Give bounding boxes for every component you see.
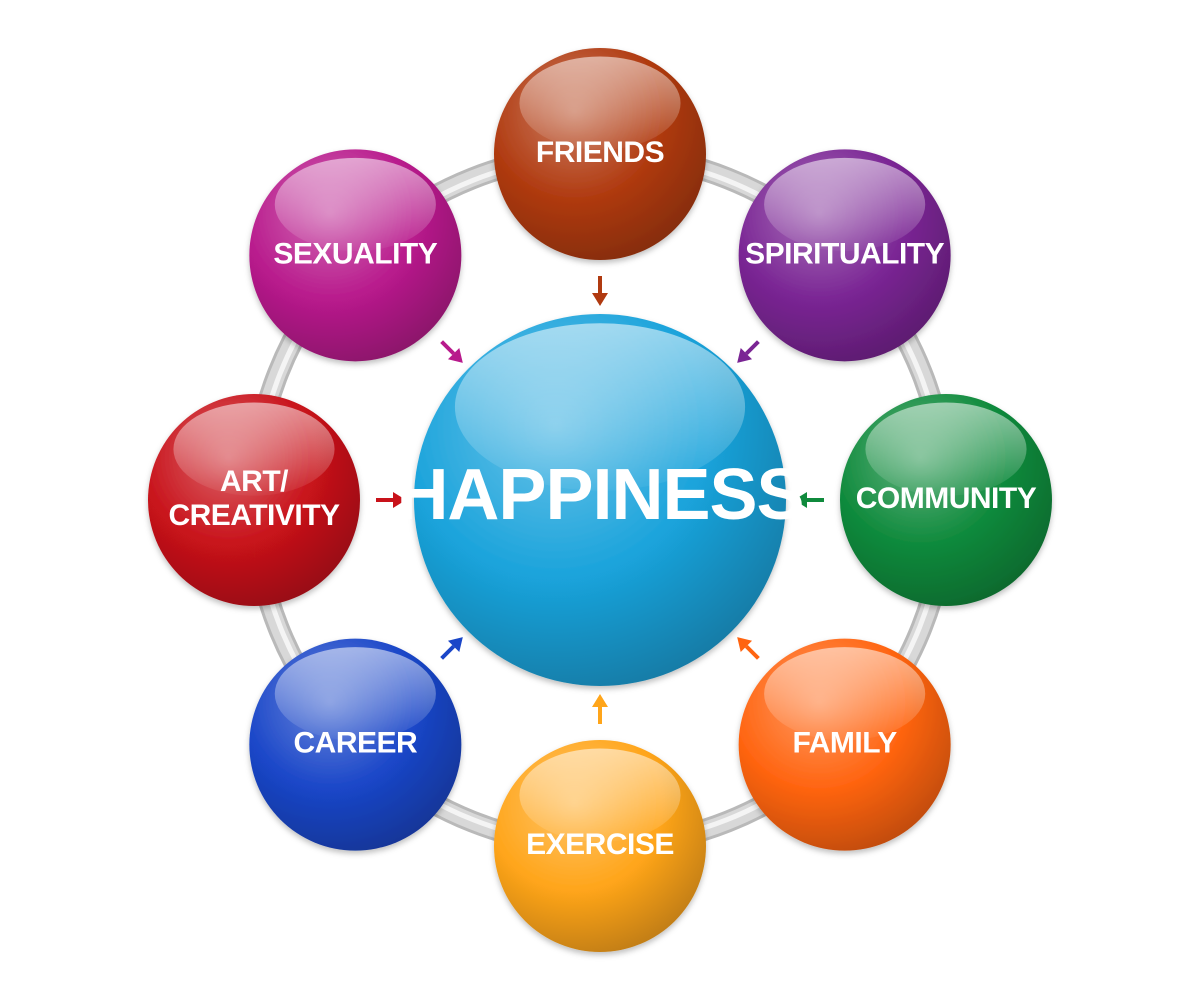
- node-exercise: EXERCISE: [494, 740, 706, 952]
- hub-label: HAPPINESS: [396, 455, 803, 535]
- node-gloss: [519, 748, 681, 842]
- arrow-family: [737, 637, 760, 660]
- node-label: COMMUNITY: [856, 482, 1037, 515]
- node-label: CREATIVITY: [168, 499, 340, 532]
- arrow-career: [440, 637, 463, 660]
- node-gloss: [274, 647, 436, 741]
- arrow-sexuality: [440, 340, 463, 363]
- arrow-art: [376, 492, 406, 508]
- hub-gloss: [454, 323, 746, 491]
- node-label: SPIRITUALITY: [745, 237, 944, 270]
- node-friends: FRIENDS: [494, 48, 706, 260]
- node-gloss: [865, 402, 1027, 496]
- node-label: FRIENDS: [536, 136, 664, 169]
- node-career: CAREER: [249, 638, 462, 851]
- node-label: ART/: [220, 465, 289, 498]
- node-label: SEXUALITY: [273, 237, 437, 270]
- arrow-community: [794, 492, 824, 508]
- node-gloss: [764, 157, 926, 252]
- arrow-friends: [592, 276, 608, 306]
- node-gloss: [519, 56, 681, 150]
- node-spirituality: SPIRITUALITY: [738, 149, 951, 362]
- node-art: ART/CREATIVITY: [148, 394, 360, 606]
- node-label: EXERCISE: [526, 828, 674, 861]
- node-community: COMMUNITY: [840, 394, 1052, 606]
- arrow-group: [376, 276, 824, 724]
- node-label: FAMILY: [793, 727, 898, 760]
- node-label: CAREER: [293, 727, 418, 760]
- node-gloss: [274, 157, 436, 252]
- arrow-exercise: [592, 694, 608, 724]
- node-sexuality: SEXUALITY: [249, 149, 462, 362]
- hub-node: HAPPINESS: [396, 314, 805, 686]
- arrow-spirituality: [737, 340, 760, 363]
- node-gloss: [173, 402, 335, 496]
- node-gloss: [764, 647, 926, 741]
- satellite-nodes: FRIENDS SPIRITUALITY COMMUNITY FAMILY EXERCI…: [148, 48, 1052, 952]
- node-family: FAMILY: [738, 638, 951, 851]
